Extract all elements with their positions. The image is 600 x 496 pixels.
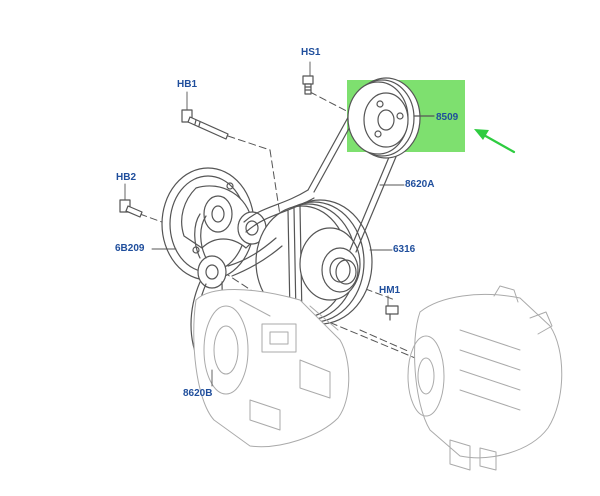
callout-6316: 6316 <box>393 244 416 255</box>
callout-hb2: HB2 <box>116 172 137 183</box>
bolt-hb2-icon <box>119 199 143 218</box>
callout-8620b: 8620B <box>183 388 213 399</box>
callout-8509: 8509 <box>436 112 459 123</box>
crank-pulley-6316 <box>255 199 373 325</box>
callout-hm1: HM1 <box>379 285 401 296</box>
bolt-hs1-icon <box>302 75 314 95</box>
callout-6b209: 6B209 <box>115 243 145 254</box>
ac-compressor-outline <box>193 289 350 448</box>
callout-hs1: HS1 <box>301 47 321 58</box>
leader-lines <box>124 61 405 387</box>
pulley-8509 <box>347 77 435 159</box>
stud-hm1-icon <box>385 305 399 321</box>
callout-hb1: HB1 <box>177 79 198 90</box>
pointer-arrow-icon <box>474 129 516 154</box>
bolt-hb1-icon <box>181 109 229 140</box>
callout-8620a: 8620A <box>405 179 435 190</box>
alternator-outline <box>407 285 563 471</box>
tensioner-assembly-6b209 <box>161 167 267 289</box>
